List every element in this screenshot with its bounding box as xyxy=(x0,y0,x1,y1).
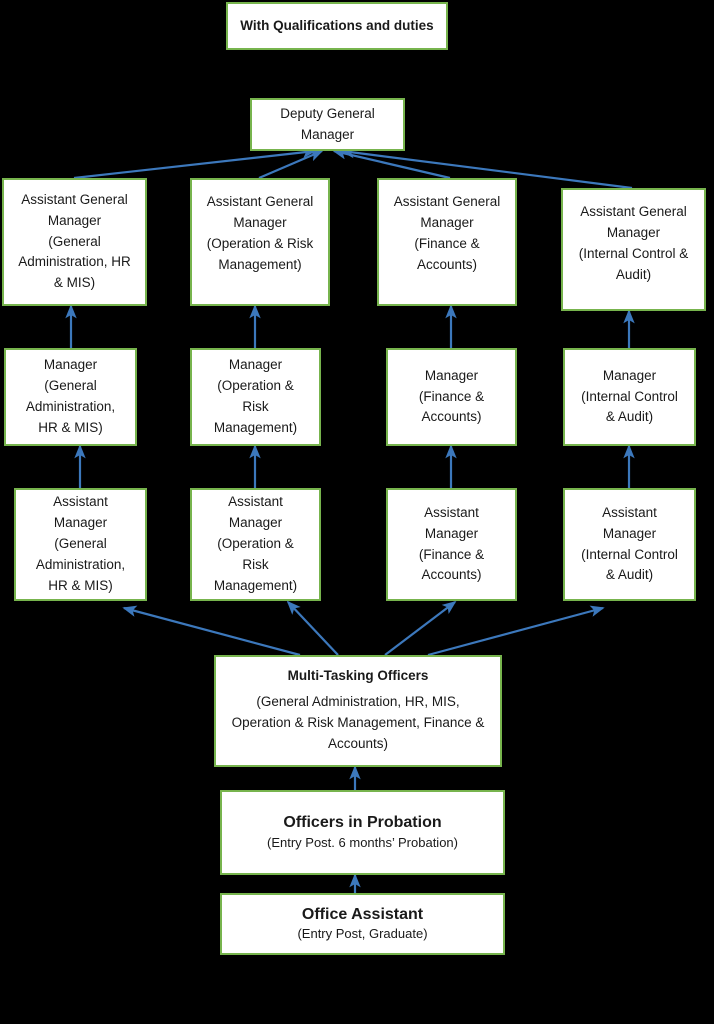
node-agm-general-administration-hr-mis[interactable]: Assistant General Manager (General Admin… xyxy=(2,178,147,306)
manager-3-line2: (Internal Control xyxy=(581,388,678,404)
asstmanager-1-line5: Management) xyxy=(213,577,298,593)
agm-1-line4: Management) xyxy=(218,256,302,272)
asstmanager-3-line4: & Audit) xyxy=(605,567,654,583)
probation-subtitle: (Entry Post. 6 months’ Probation) xyxy=(267,834,458,850)
agm-0-line2: Manager xyxy=(47,212,102,228)
office-assistant-subtitle: (Entry Post, Graduate) xyxy=(297,926,428,942)
manager-0-line4: HR & MIS) xyxy=(38,419,103,435)
node-assistant-manager-general-administration-hr-mis[interactable]: Assistant Manager (General Administratio… xyxy=(14,488,147,601)
manager-2-line3: Accounts) xyxy=(421,409,482,425)
node-manager-finance-accounts[interactable]: Manager (Finance & Accounts) xyxy=(386,348,517,446)
edges-agm-to-deputy xyxy=(73,146,633,190)
agm-0-line5: & MIS) xyxy=(53,275,96,291)
node-manager-operation-risk-management[interactable]: Manager (Operation & Risk Management) xyxy=(190,348,321,446)
manager-3-line3: & Audit) xyxy=(605,409,654,425)
node-multi-tasking-officers[interactable]: Multi-Tasking Officers (General Administ… xyxy=(214,655,502,767)
asstmanager-2-line4: Accounts) xyxy=(421,567,482,583)
edges-asstmanager-to-manager xyxy=(74,444,635,488)
agm-3-line2: Manager xyxy=(606,224,661,240)
mto-line3: Accounts) xyxy=(327,736,389,752)
manager-0-line1: Manager xyxy=(43,357,98,373)
mto-line1: (General Administration, HR, MIS, xyxy=(256,694,460,710)
asstmanager-0-line3: (General xyxy=(54,536,107,552)
manager-2-line1: Manager xyxy=(424,367,479,383)
asstmanager-1-line4: Risk xyxy=(242,556,269,572)
mto-title: Multi-Tasking Officers xyxy=(287,667,429,683)
title-box-label: With Qualifications and duties xyxy=(240,18,434,34)
mto-line2: Operation & Risk Management, Finance & xyxy=(231,715,485,731)
edges-mto-to-asstmanager xyxy=(122,600,605,657)
node-agm-operation-risk-management[interactable]: Assistant General Manager (Operation & R… xyxy=(190,178,330,306)
node-deputy-general-manager[interactable]: Deputy General Manager xyxy=(250,98,405,151)
node-title-box[interactable]: With Qualifications and duties xyxy=(226,2,448,50)
deputy-gm-line1: Deputy General xyxy=(280,105,375,121)
manager-0-line2: (General xyxy=(44,378,97,394)
asstmanager-3-line3: (Internal Control xyxy=(581,546,678,562)
agm-2-line1: Assistant General xyxy=(393,194,501,209)
asstmanager-2-line3: (Finance & xyxy=(418,546,485,562)
node-manager-internal-control-audit[interactable]: Manager (Internal Control & Audit) xyxy=(563,348,696,446)
node-officers-in-probation[interactable]: Officers in Probation (Entry Post. 6 mon… xyxy=(220,790,505,875)
agm-3-line1: Assistant General xyxy=(580,204,687,219)
asstmanager-3-line1: Assistant xyxy=(602,504,657,520)
asstmanager-2-line2: Manager xyxy=(424,525,479,541)
asstmanager-2-line1: Assistant xyxy=(424,504,479,520)
agm-2-line4: Accounts) xyxy=(416,256,478,272)
asstmanager-3-line2: Manager xyxy=(602,525,657,541)
agm-1-line2: Manager xyxy=(233,214,287,230)
agm-2-line3: (Finance & xyxy=(414,235,480,251)
node-assistant-manager-internal-control-audit[interactable]: Assistant Manager (Internal Control & Au… xyxy=(563,488,696,601)
probation-title: Officers in Probation xyxy=(283,814,442,831)
node-assistant-manager-operation-risk-management[interactable]: Assistant Manager (Operation & Risk Mana… xyxy=(190,488,321,601)
manager-2-line2: (Finance & xyxy=(418,388,485,404)
manager-1-line3: Risk xyxy=(242,399,269,414)
agm-3-line4: Audit) xyxy=(615,266,652,282)
node-agm-internal-control-audit[interactable]: Assistant General Manager (Internal Cont… xyxy=(561,188,706,311)
asstmanager-0-line5: HR & MIS) xyxy=(48,577,113,593)
node-agm-finance-accounts[interactable]: Assistant General Manager (Finance & Acc… xyxy=(377,178,517,306)
office-assistant-title: Office Assistant xyxy=(301,905,424,923)
node-assistant-manager-finance-accounts[interactable]: Assistant Manager (Finance & Accounts) xyxy=(386,488,517,601)
asstmanager-0-line4: Administration, xyxy=(35,556,126,572)
asstmanager-0-line2: Manager xyxy=(53,515,108,531)
deputy-gm-line2: Manager xyxy=(300,126,355,142)
edges-manager-to-agm xyxy=(65,304,635,348)
agm-2-line2: Manager xyxy=(420,214,474,230)
manager-1-line4: Management) xyxy=(213,419,298,435)
asstmanager-0-line1: Assistant xyxy=(53,494,108,510)
agm-0-line4: Administration, HR xyxy=(18,254,131,270)
asstmanager-1-line1: Assistant xyxy=(228,494,283,510)
agm-0-line3: (General xyxy=(48,233,101,249)
agm-0-line1: Assistant General xyxy=(21,191,128,207)
asstmanager-1-line3: (Operation & xyxy=(217,536,294,552)
agm-3-line3: (Internal Control & xyxy=(578,245,689,261)
agm-1-line3: (Operation & Risk xyxy=(206,235,314,251)
manager-1-line1: Manager xyxy=(228,357,283,373)
agm-1-line1: Assistant General xyxy=(206,194,314,209)
manager-0-line3: Administration, xyxy=(25,399,116,414)
manager-3-line1: Manager xyxy=(602,367,657,383)
asstmanager-1-line2: Manager xyxy=(228,515,283,531)
node-office-assistant[interactable]: Office Assistant (Entry Post, Graduate) xyxy=(220,893,505,955)
node-manager-general-administration-hr-mis[interactable]: Manager (General Administration, HR & MI… xyxy=(4,348,137,446)
manager-1-line2: (Operation & xyxy=(217,378,294,394)
